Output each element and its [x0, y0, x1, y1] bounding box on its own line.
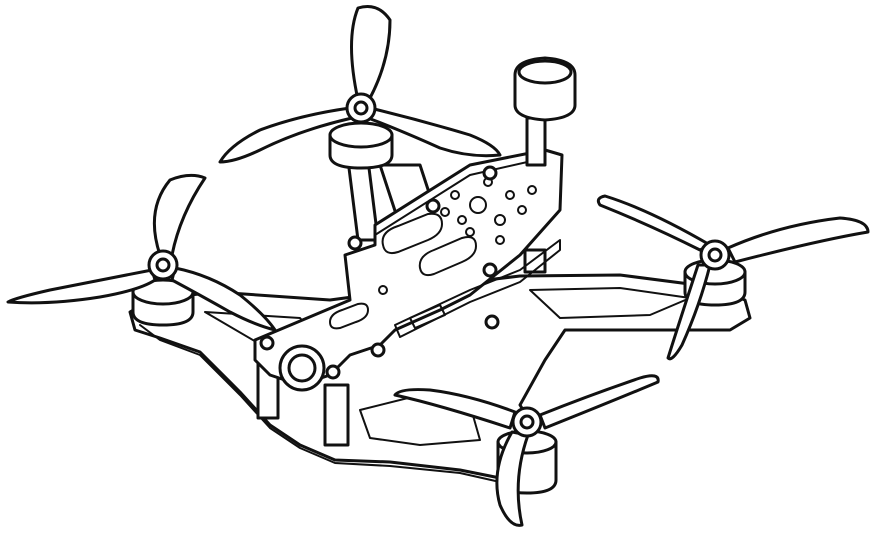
top-plate-slot	[418, 236, 478, 277]
propeller-blade	[666, 263, 712, 361]
top-plate-hole	[527, 185, 537, 195]
antenna-mount	[513, 56, 577, 167]
top-plate-hole	[469, 196, 487, 214]
propeller-blade	[170, 266, 277, 332]
propeller-blade	[393, 388, 517, 430]
screw	[325, 364, 341, 380]
propeller-blade	[218, 106, 354, 164]
top-plate-hole	[517, 205, 527, 215]
top-plate-slot	[381, 212, 444, 255]
top-plate-hole	[450, 190, 460, 200]
propeller-blade	[366, 106, 502, 158]
screw	[347, 235, 363, 251]
propeller-blade	[538, 374, 660, 430]
propeller-front	[393, 374, 660, 527]
camera-lens-icon	[287, 353, 317, 383]
propeller-blade	[726, 216, 870, 264]
propeller-rear-left	[218, 5, 502, 164]
top-plate-hole	[505, 190, 515, 200]
propeller-front-left	[6, 173, 277, 332]
screw	[482, 165, 498, 181]
screw	[370, 342, 386, 358]
top-plate-slot	[328, 302, 370, 330]
screw	[482, 262, 498, 278]
top-plate-hole	[495, 235, 505, 245]
screw	[484, 314, 500, 330]
propeller-blade	[152, 173, 207, 257]
top-plate-hole	[378, 285, 388, 295]
propeller-blade	[596, 194, 712, 252]
screw	[259, 335, 275, 351]
propeller-blade	[6, 268, 157, 305]
top-plate-hole	[440, 207, 450, 217]
propeller-blade	[350, 5, 392, 102]
motor-front-left	[131, 278, 195, 327]
motor-rear-left	[328, 121, 394, 170]
screw	[425, 198, 441, 214]
fpv-camera	[278, 344, 326, 392]
top-plate-hole	[494, 214, 506, 226]
top-plate-hole	[465, 227, 475, 237]
propeller-right	[596, 194, 870, 361]
propeller-blade	[495, 430, 530, 527]
top-plate-hole	[457, 215, 467, 225]
